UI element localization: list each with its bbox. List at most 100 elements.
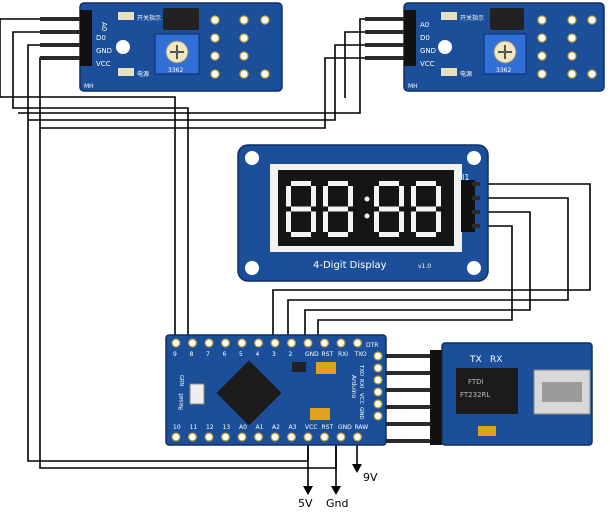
regulator-chip xyxy=(292,362,306,372)
header-hole xyxy=(270,432,280,442)
sensor-right-pin-vcc: VCC xyxy=(420,60,435,68)
header-hole xyxy=(353,432,362,442)
wires xyxy=(0,18,591,495)
header-hole xyxy=(303,338,313,348)
mounting-hole xyxy=(245,261,259,275)
ftdi-chip xyxy=(456,368,518,414)
pin-header-right xyxy=(404,10,416,66)
arduino-right-pin-label: VCC xyxy=(358,393,364,405)
wire-disp-gnd xyxy=(317,225,513,338)
header-hole xyxy=(303,432,313,442)
arduino-top-pin-label: RXI xyxy=(338,351,348,358)
segment xyxy=(328,181,348,186)
arduino-top-pin-label: 2 xyxy=(289,351,293,358)
segment xyxy=(436,211,441,232)
arduino-top-pin-label: 3 xyxy=(272,351,276,358)
arduino-right-pin-label: GND xyxy=(358,407,364,420)
reset-button[interactable] xyxy=(189,383,205,405)
header-hole xyxy=(320,432,329,442)
wire-left-d0 xyxy=(12,31,189,338)
arduino-bottom-pin-label: VCC xyxy=(305,424,317,431)
wire-disp-clk xyxy=(272,183,591,338)
arrow-5v xyxy=(303,486,313,495)
header-hole xyxy=(237,432,247,442)
segment xyxy=(374,211,379,232)
header-hole xyxy=(254,338,263,348)
segment xyxy=(379,181,399,186)
segment xyxy=(399,211,404,232)
header-hole xyxy=(171,338,181,348)
display-pin-header xyxy=(461,180,475,232)
arduino-top-pin-label: 8 xyxy=(190,351,194,358)
header-hole xyxy=(237,338,247,348)
segment xyxy=(291,206,311,212)
arduino-bottom-pin-label: 10 xyxy=(173,424,181,431)
sensor-left-led-label: 开关指示 xyxy=(137,14,161,22)
segment xyxy=(411,211,416,232)
arduino-reset-label: Reset xyxy=(178,393,185,410)
arduino-bottom-pin-label: 12 xyxy=(206,424,214,431)
led-icon xyxy=(118,68,134,76)
header-hole xyxy=(204,432,214,442)
arduino-top-pin-label: TXO xyxy=(354,351,367,358)
led-icon xyxy=(441,68,457,76)
segment xyxy=(411,186,416,207)
header-hole xyxy=(336,432,346,442)
power-5v-label: 5V xyxy=(298,497,313,510)
usb-port-icon xyxy=(542,382,582,402)
sensor-left-side-label: MH xyxy=(84,83,94,90)
header-hole xyxy=(254,432,263,442)
arrow-9v xyxy=(352,464,362,473)
mounting-hole xyxy=(467,261,481,275)
capacitor-icon xyxy=(478,426,496,436)
ftdi-brand: FTDI xyxy=(468,378,484,386)
power-gnd-label: Gnd xyxy=(326,497,348,510)
seven-seg-digits xyxy=(286,181,441,237)
comparator-chip xyxy=(163,8,199,30)
arduino-right-pin-label: TXO xyxy=(358,364,364,377)
segment xyxy=(399,186,404,207)
sensor-left-pot-label: 3362 xyxy=(168,67,183,74)
sensor-right-pin-a0: A0 xyxy=(420,21,429,29)
segment xyxy=(416,206,436,212)
header-hole xyxy=(221,338,230,348)
led-icon xyxy=(118,12,134,20)
arduino-top-pin-label: RST xyxy=(322,351,334,358)
segment xyxy=(379,206,399,212)
sensor-right: A0 D0 GND VCC MH 开关指示 电源 3362 xyxy=(365,2,605,92)
sensor-right-side-label: MH xyxy=(408,83,418,90)
header-hole xyxy=(270,338,280,348)
segment xyxy=(348,186,353,207)
ftdi-rx-label: RX xyxy=(490,355,502,365)
sensor-right-pin-d0: D0 xyxy=(420,34,430,42)
arduino-bottom-pin-label: RST xyxy=(322,424,334,431)
segment xyxy=(311,211,316,232)
capacitor-icon xyxy=(310,408,330,420)
seven-seg-digit xyxy=(323,181,353,237)
segment xyxy=(291,232,311,237)
arduino-bottom-pin-label: A0 xyxy=(239,424,247,431)
segment xyxy=(328,206,348,212)
segment xyxy=(416,232,436,237)
arduino-bottom-pin-label: GND xyxy=(338,424,352,431)
segment xyxy=(379,232,399,237)
mounting-hole xyxy=(438,40,452,54)
header-hole xyxy=(221,432,230,442)
comparator-chip xyxy=(490,8,524,30)
arduino-top-pin-label: 7 xyxy=(206,351,210,358)
wire-disp-vcc xyxy=(304,211,531,338)
sensor-left-pin-vcc: VCC xyxy=(96,60,111,68)
segment xyxy=(323,186,328,207)
arduino-top-pin-label: 6 xyxy=(223,351,227,358)
arduino-bottom-pin-label: A1 xyxy=(256,424,264,431)
arduino-bottom-pin-label: RAW xyxy=(355,424,369,431)
ftdi-pin-header xyxy=(430,350,442,445)
header-hole xyxy=(336,338,346,348)
ftdi-tx-label: TX xyxy=(469,355,482,365)
sensor-right-led-label: 开关指示 xyxy=(460,14,484,22)
atmega-chip xyxy=(216,360,282,426)
